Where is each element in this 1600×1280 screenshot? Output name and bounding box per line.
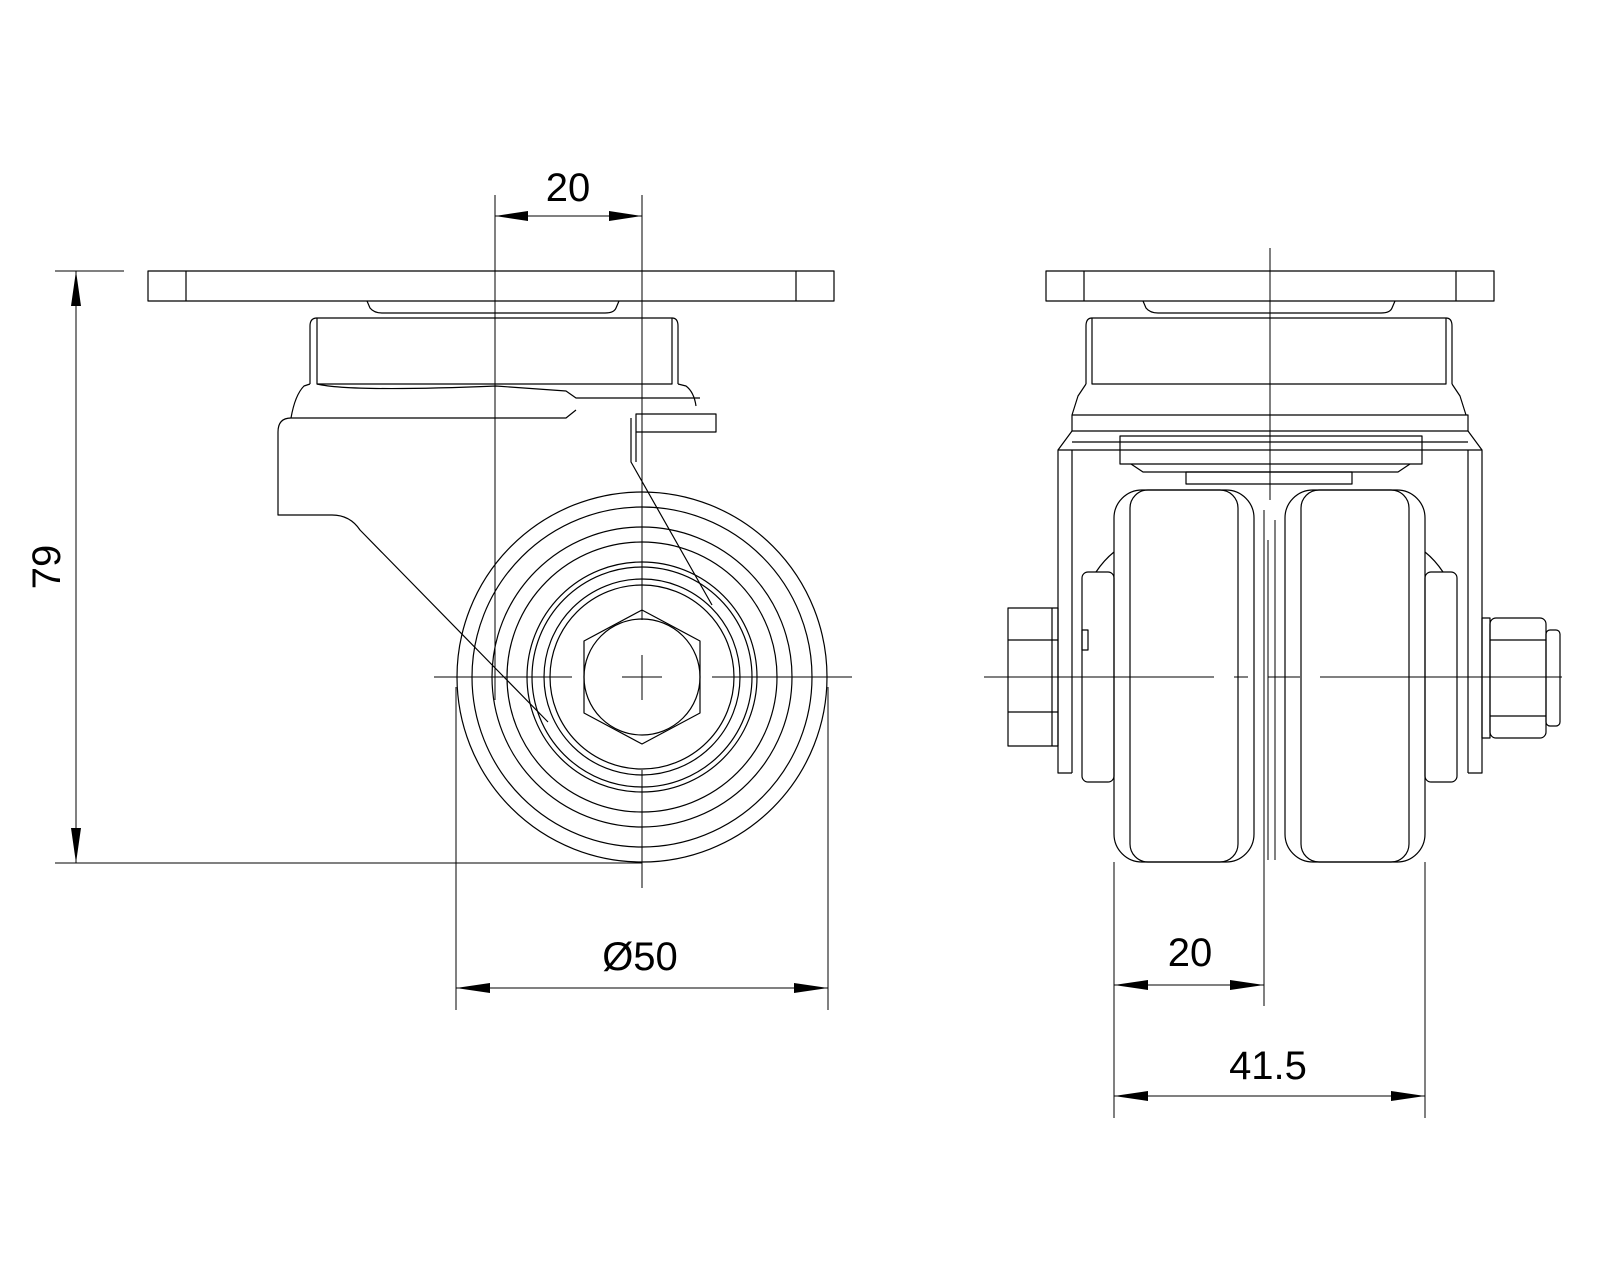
side-top-plate bbox=[147, 270, 835, 314]
side-fork bbox=[277, 417, 713, 723]
side-swivel-housing bbox=[290, 317, 700, 419]
front-axle-bosses bbox=[1081, 551, 1458, 783]
dim-offset: 20 bbox=[494, 166, 642, 250]
front-spacer bbox=[1263, 510, 1276, 878]
front-view: 20 41.5 bbox=[984, 248, 1562, 1118]
dim-total-width-label: 41.5 bbox=[1229, 1044, 1307, 1088]
dim-height: 79 bbox=[25, 270, 642, 864]
dim-wheel-width: 20 bbox=[1113, 862, 1265, 1118]
dim-wheel-diameter-label: Ø50 bbox=[602, 935, 678, 979]
dim-height-label: 79 bbox=[25, 545, 69, 590]
side-view: 20 79 Ø50 bbox=[25, 166, 852, 1010]
dim-total-width: 41.5 bbox=[1114, 862, 1426, 1118]
front-right-wheel bbox=[1284, 489, 1426, 863]
front-left-wheel bbox=[1113, 489, 1255, 863]
side-brake-lever bbox=[635, 413, 717, 462]
dim-wheel-width-label: 20 bbox=[1168, 931, 1213, 975]
side-center-lines bbox=[434, 195, 852, 888]
dim-offset-label: 20 bbox=[546, 166, 591, 210]
dim-wheel-diameter: Ø50 bbox=[455, 687, 829, 1010]
front-nut-right bbox=[1481, 617, 1561, 739]
front-kingpin bbox=[1119, 248, 1423, 500]
